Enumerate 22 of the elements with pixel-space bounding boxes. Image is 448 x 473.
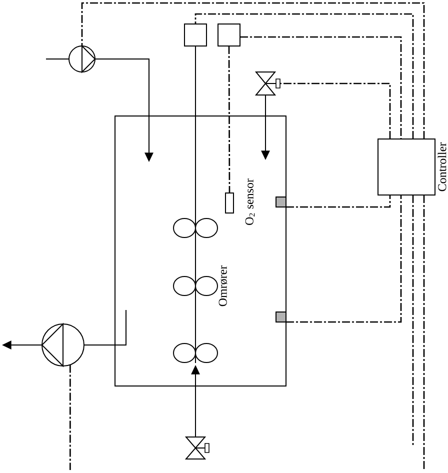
signal-line xyxy=(280,82,391,139)
wall-sensor xyxy=(276,196,286,208)
signal-line xyxy=(423,195,425,470)
pipe-line xyxy=(46,58,70,60)
signal-line xyxy=(412,195,414,447)
box-label: Controller xyxy=(438,142,446,192)
wall-sensor xyxy=(276,312,286,322)
vessel xyxy=(114,116,286,386)
sensor-label: O$_{2}$ sensor xyxy=(245,178,255,225)
transmitter-box xyxy=(218,24,240,46)
motor-box xyxy=(184,24,207,46)
signal-line xyxy=(286,195,402,323)
signal-line xyxy=(81,2,425,139)
signal-line xyxy=(286,195,391,208)
signal-line xyxy=(240,36,402,139)
signal-line xyxy=(194,13,414,139)
part-label: Omrører xyxy=(218,265,228,306)
valve-symbol xyxy=(184,436,210,460)
pipe-line xyxy=(84,310,126,346)
signal-line xyxy=(228,46,230,193)
signal-line xyxy=(70,364,71,470)
valve-symbol xyxy=(254,72,280,96)
